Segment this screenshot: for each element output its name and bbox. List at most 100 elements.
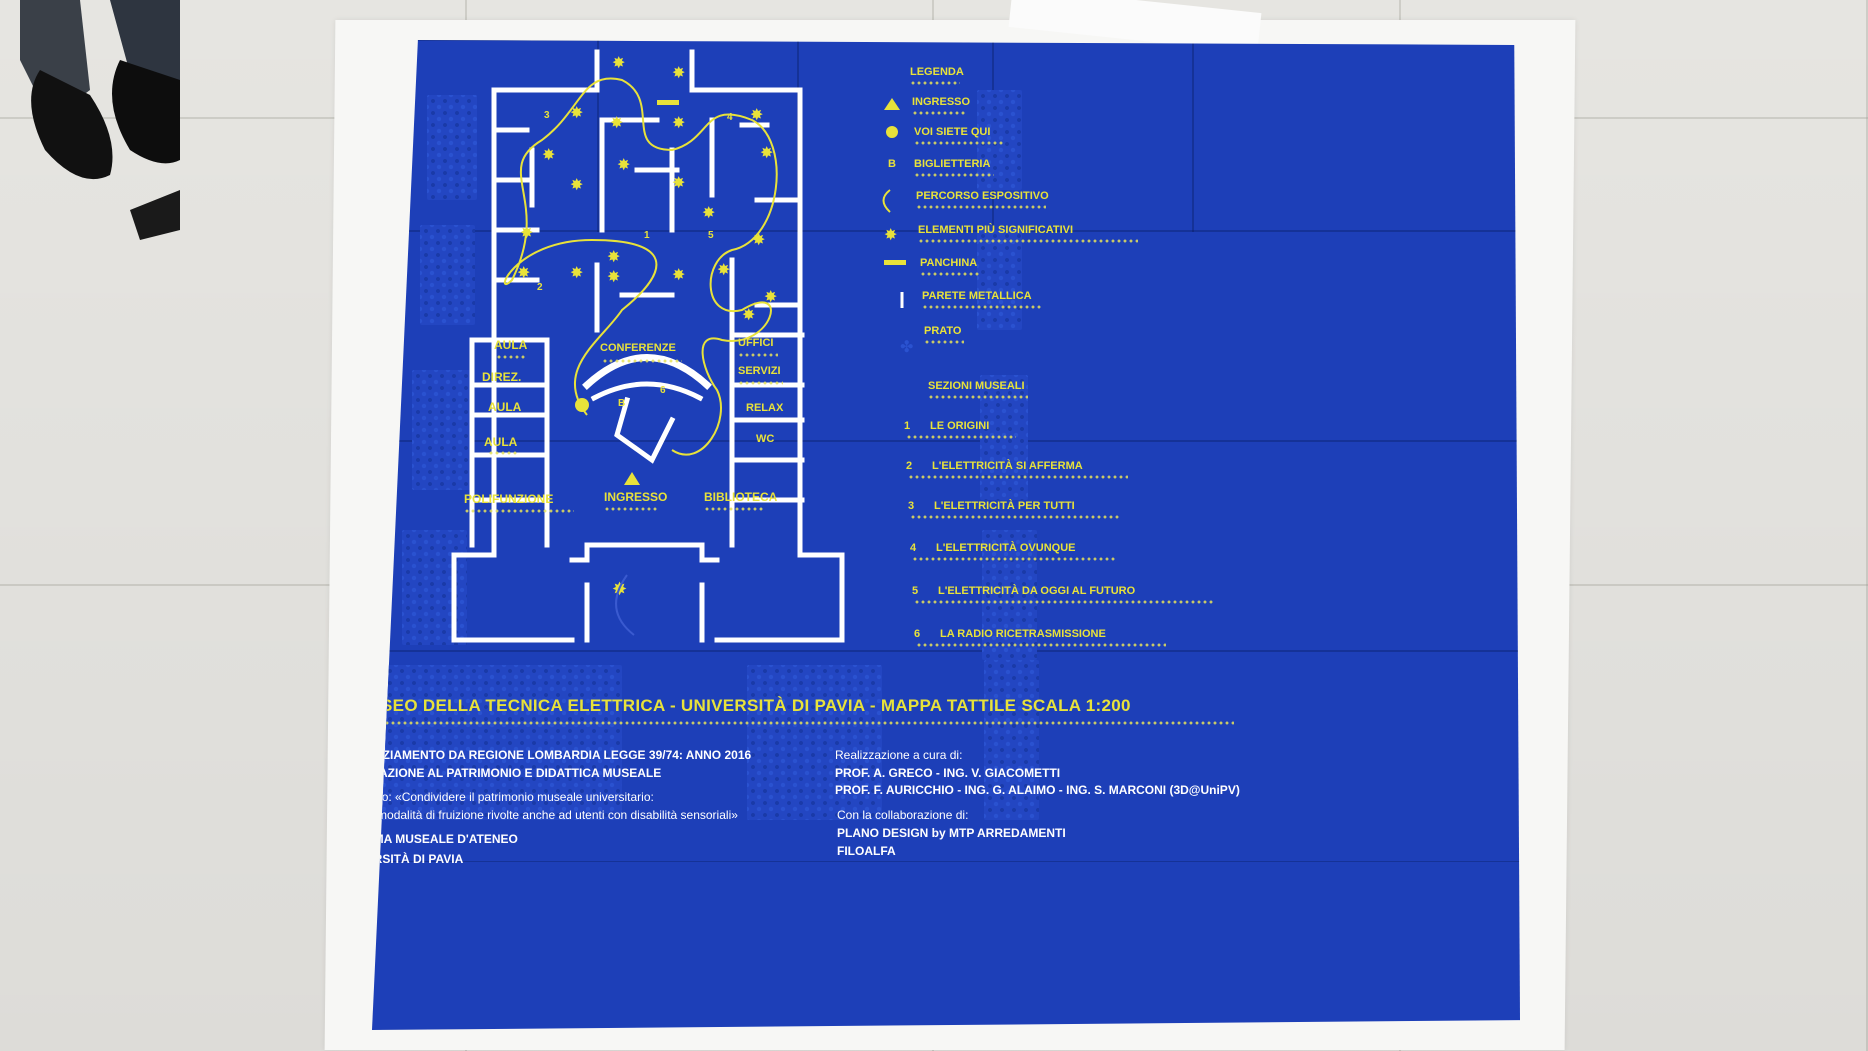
footer-right-line: Con la collaborazione di:	[837, 808, 969, 822]
footer-left-line: FINANZIAMENTO DA REGIONE LOMBARDIA LEGGE…	[346, 748, 752, 762]
section-num: 2	[906, 460, 913, 472]
legend-b-symbol: B	[888, 158, 896, 170]
legend-item: PERCORSO ESPOSITIVO	[916, 190, 1049, 202]
footer-left-line: UNIVERSITÀ DI PAVIA	[337, 852, 464, 866]
section-label: LA RADIO RICETRASMISSIONE	[940, 628, 1106, 640]
braille-text	[908, 474, 1128, 480]
section-number: 2	[537, 282, 543, 293]
braille-text	[372, 720, 1234, 726]
braille-text	[910, 514, 1120, 520]
room-label-aula: AULA	[488, 400, 522, 414]
braille-text	[914, 172, 994, 178]
map-title: MUSEO DELLA TECNICA ELETTRICA - UNIVERSI…	[354, 696, 1131, 715]
section-number: 3	[544, 110, 550, 121]
braille-text	[916, 204, 1046, 210]
braille-text	[912, 110, 967, 116]
svg-text:✸: ✸	[672, 175, 685, 192]
braille-text	[914, 599, 1214, 605]
section-num: 5	[912, 585, 919, 597]
braille-text	[496, 354, 526, 360]
braille-text	[704, 506, 764, 512]
footer-left-line: nuove modalità di fruizione rivolte anch…	[341, 808, 738, 822]
braille-text	[912, 556, 1117, 562]
svg-text:✸: ✸	[672, 267, 685, 284]
legend-item: PARETE METALLICA	[922, 290, 1032, 302]
section-label: L'ELETTRICITÀ OVUNQUE	[936, 542, 1076, 554]
footer-right-line: PROF. A. GRECO - ING. V. GIACOMETTI	[835, 766, 1061, 780]
section-number: 1	[644, 230, 650, 241]
footer-left-line: Progetto: «Condividere il patrimonio mus…	[343, 790, 654, 804]
person-legs-photo	[20, 0, 180, 240]
room-label-aula: AULA	[484, 435, 518, 449]
braille-text	[916, 642, 1166, 648]
footer-left-line: EDUCAZIONE AL PATRIMONIO E DIDATTICA MUS…	[345, 766, 662, 780]
section-num: 3	[908, 500, 915, 512]
room-label-uffici: UFFICI	[738, 337, 774, 349]
room-label-servizi: SERVIZI	[738, 365, 781, 377]
svg-text:✸: ✸	[617, 157, 630, 174]
grass-texture	[412, 370, 472, 490]
room-label-relax: RELAX	[746, 402, 784, 414]
braille-text	[924, 339, 964, 345]
svg-text:✸: ✸	[884, 227, 897, 244]
section-number: 5	[708, 230, 714, 241]
svg-text:✸: ✸	[672, 115, 685, 132]
svg-text:✸: ✸	[752, 232, 765, 249]
legend-item: PANCHINA	[920, 257, 978, 269]
footer-left-line: SISTEMA MUSEALE D'ATENEO	[339, 832, 518, 846]
svg-text:✸: ✸	[570, 105, 583, 122]
section-number: 4	[727, 112, 733, 123]
legend-item: VOI SIETE QUI	[914, 126, 991, 138]
braille-text	[910, 80, 960, 86]
grass-texture	[427, 95, 477, 200]
svg-text:✸: ✸	[760, 145, 773, 162]
room-label-conferenze: CONFERENZE	[600, 342, 676, 354]
section-label: L'ELETTRICITÀ SI AFFERMA	[932, 460, 1083, 472]
braille-text	[922, 304, 1042, 310]
svg-text:✸: ✸	[570, 177, 583, 194]
svg-text:✸: ✸	[742, 307, 755, 324]
braille-text	[604, 506, 659, 512]
legend-item: PRATO	[924, 325, 962, 337]
braille-text	[928, 394, 1028, 400]
svg-text:✸: ✸	[717, 262, 730, 279]
legend-item: ELEMENTI PIÙ SIGNIFICATIVI	[918, 224, 1074, 236]
section-num: 1	[904, 420, 911, 432]
svg-text:✸: ✸	[607, 249, 620, 266]
tactile-map-board: ✸ ✸ ✸ ✸ ✸ ✸ ✸ ✸ ✸ ✸ ✸ ✸ ✸ ✸ ✸ ✸ ✸ ✸ ✸ ✸ …	[372, 40, 1520, 1030]
grass-texture	[747, 665, 882, 820]
room-label-polifunzione: POLIFUNZIONE	[464, 492, 554, 506]
footer-right-line: PROF. F. AURICCHIO - ING. G. ALAIMO - IN…	[835, 783, 1240, 797]
footer-right-line: Realizzazione a cura di:	[835, 748, 963, 762]
braille-text	[464, 508, 574, 514]
room-label-aula: AULA	[494, 338, 528, 352]
braille-text	[906, 434, 1016, 440]
grass-texture	[420, 225, 475, 325]
svg-text:✸: ✸	[517, 265, 530, 282]
grass-texture	[977, 230, 1022, 330]
svg-text:✸: ✸	[520, 225, 533, 242]
svg-text:✸: ✸	[610, 115, 623, 132]
braille-text	[920, 271, 980, 277]
grass-texture	[982, 530, 1037, 660]
svg-text:✸: ✸	[542, 147, 555, 164]
legend-title: LEGENDA	[910, 66, 964, 78]
ticket-marker: B	[618, 398, 626, 409]
svg-text:✸: ✸	[607, 269, 620, 286]
legend-item: BIGLIETTERIA	[914, 158, 991, 170]
section-label: L'ELETTRICITÀ PER TUTTI	[934, 500, 1075, 512]
braille-text	[602, 358, 682, 364]
section-number: 6	[660, 385, 666, 396]
legend-item: INGRESSO	[912, 96, 971, 108]
grass-texture	[984, 660, 1039, 820]
svg-text:✸: ✸	[764, 289, 777, 306]
section-label: LE ORIGINI	[930, 420, 990, 432]
floor-plan: ✸ ✸ ✸ ✸ ✸ ✸ ✸ ✸ ✸ ✸ ✸ ✸ ✸ ✸ ✸ ✸ ✸ ✸ ✸ ✸ …	[451, 49, 913, 643]
footer-right-line: PLANO DESIGN by MTP ARREDAMENTI	[837, 826, 1066, 840]
svg-text:✸: ✸	[612, 55, 625, 72]
section-num: 4	[910, 542, 917, 554]
braille-text	[738, 380, 783, 386]
svg-text:✸: ✸	[702, 205, 715, 222]
svg-text:✸: ✸	[750, 107, 763, 124]
sections-title: SEZIONI MUSEALI	[928, 380, 1025, 392]
